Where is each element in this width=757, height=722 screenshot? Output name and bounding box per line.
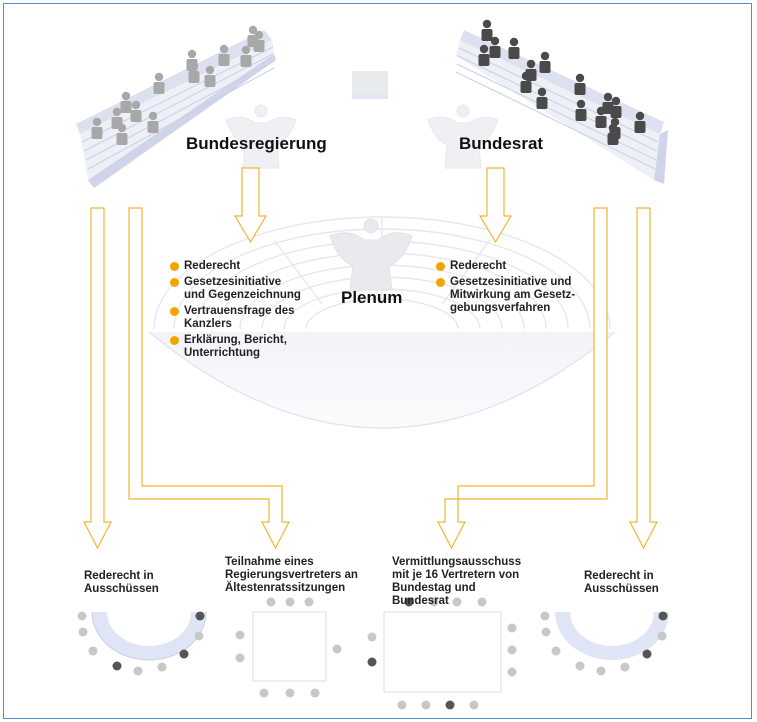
right-committee-table <box>540 611 669 676</box>
diagram-artwork <box>76 19 669 710</box>
government-members <box>91 25 265 145</box>
council-rights-list: Rederecht Gesetzesinitiative und Mitwirk… <box>436 260 594 318</box>
person-icon <box>508 37 520 59</box>
government-right-item: Gesetzesinitiative und Gegenzeichnung <box>170 276 305 302</box>
mediation-committee-label: Vermittlungsausschuss mit je 16 Vertrete… <box>392 556 522 607</box>
person-icon <box>634 111 646 133</box>
person-icon <box>489 36 501 58</box>
arrow-council-to-plenum <box>478 167 513 244</box>
person-icon <box>536 87 548 109</box>
person-icon <box>602 92 614 114</box>
government-right-item: Erklärung, Bericht, Unterrichtung <box>170 334 305 360</box>
arrow-government-to-elders <box>128 207 290 550</box>
council-right-item: Rederecht <box>436 260 594 273</box>
person-icon <box>120 91 132 113</box>
government-right-item: Vertrauensfrage des Kanzlers <box>170 305 305 331</box>
person-icon <box>188 61 200 83</box>
mediation-committee-table <box>367 597 517 710</box>
person-icon <box>525 59 537 81</box>
person-icon <box>116 123 128 145</box>
arrow-government-to-plenum <box>233 167 268 244</box>
government-label: Bundesregierung <box>186 134 327 153</box>
person-icon <box>204 65 216 87</box>
person-icon <box>153 72 165 94</box>
person-icon <box>595 106 607 128</box>
council-members <box>478 19 646 145</box>
diagram-frame: Bundesregierung Bundesrat Plenum Rederec… <box>3 3 752 719</box>
person-icon <box>111 107 123 129</box>
right-committee-label: Rederecht in Ausschüssen <box>584 570 659 595</box>
arrow-council-to-right-committee <box>629 207 658 550</box>
plenum-label: Plenum <box>341 288 403 307</box>
eagle-emblem-left <box>225 104 297 169</box>
person-icon <box>574 73 586 95</box>
presidium-seat <box>352 71 388 99</box>
person-icon <box>218 44 230 66</box>
person-icon <box>575 99 587 121</box>
eagle-emblem-center <box>329 218 413 291</box>
person-icon <box>539 51 551 73</box>
eagle-emblem-right <box>427 104 499 169</box>
person-icon <box>478 44 490 66</box>
arrow-council-to-mediation <box>437 207 608 550</box>
person-icon <box>130 100 142 122</box>
elders-council-table <box>235 597 342 698</box>
person-icon <box>91 117 103 139</box>
person-icon <box>240 45 252 67</box>
person-icon <box>481 19 493 41</box>
council-bench <box>455 30 668 184</box>
person-icon <box>607 123 619 145</box>
council-right-item: Gesetzesinitiative und Mitwirkung am Ges… <box>436 276 594 315</box>
elders-council-label: Teilnahme eines Regierungsvertreters an … <box>225 556 358 594</box>
person-icon <box>147 111 159 133</box>
person-icon <box>253 30 265 52</box>
left-committee-table <box>77 611 207 676</box>
government-right-item: Rederecht <box>170 260 305 273</box>
left-committee-label: Rederecht in Ausschüssen <box>84 570 159 595</box>
government-rights-list: Rederecht Gesetzesinitiative und Gegenze… <box>170 260 305 363</box>
council-label: Bundesrat <box>459 134 544 153</box>
arrow-government-to-left-committee <box>83 207 112 550</box>
person-icon <box>610 96 622 118</box>
